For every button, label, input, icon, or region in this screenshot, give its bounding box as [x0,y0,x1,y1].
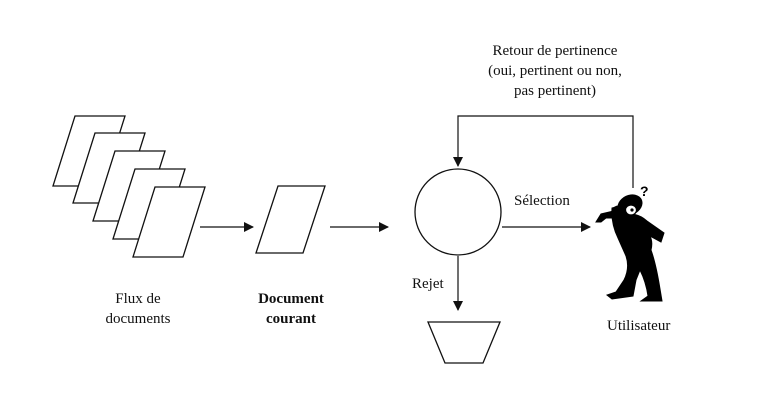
current-document-shape [255,185,326,254]
feedback-line-1: Retour de pertinence [492,43,618,59]
thinking-user-icon: ? [595,183,665,302]
stream-doc-5 [132,186,206,258]
flux-line-1: Flux de [115,291,161,307]
feedback-line-2: (oui, pertinent ou non, [488,63,622,79]
feedback-label: Retour de pertinence (oui, pertinent ou … [455,41,655,101]
selection-label: Sélection [514,193,570,209]
current-document-label: Document courant [236,289,346,329]
feedback-loop-line [453,115,634,188]
reject-label: Rejet [412,276,444,292]
current-doc-line-1: Document [258,291,324,307]
feedback-line-3: pas pertinent) [513,83,597,99]
thought-question-mark: ? [640,183,649,199]
document-stream-stack [52,115,206,258]
flux-label: Flux de documents [83,289,193,329]
current-doc-line-2: courant [266,311,316,327]
flux-line-2: documents [105,311,171,327]
user-label: Utilisateur [607,318,671,334]
reject-bin-shape [427,321,501,364]
filter-circle [414,168,502,256]
